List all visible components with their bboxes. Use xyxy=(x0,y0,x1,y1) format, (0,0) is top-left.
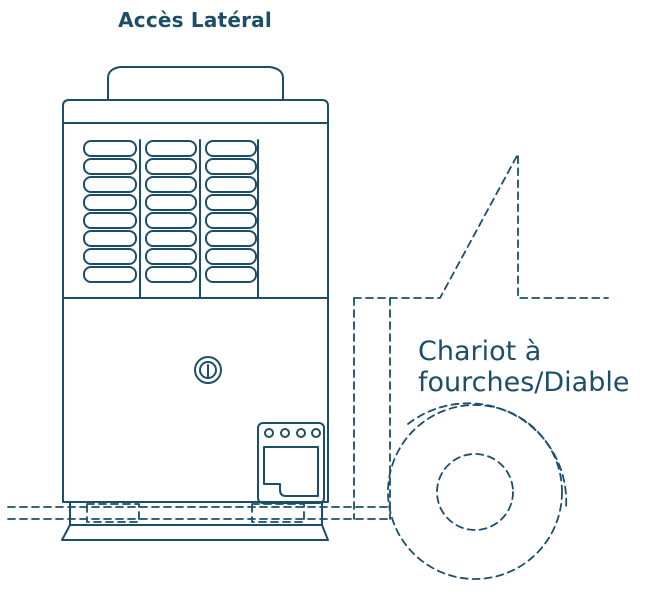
vent-grille-left xyxy=(84,141,136,282)
hvac-unit xyxy=(62,67,328,540)
forklift-outline xyxy=(8,154,608,579)
unit-top-cap xyxy=(108,67,283,100)
fork-pocket-left xyxy=(87,504,139,522)
vent-grille-right xyxy=(206,141,256,282)
diagram-title: Accès Latéral xyxy=(118,8,272,32)
unit-base xyxy=(62,502,328,540)
vent-grille-center xyxy=(146,141,196,282)
forklift-wheel xyxy=(388,403,566,579)
lock-icon xyxy=(195,357,221,383)
unit-upper-body xyxy=(63,100,328,298)
forklift-label: Chariot à fourches/Diable xyxy=(418,336,629,398)
forklift-cab xyxy=(354,154,608,298)
unit-lower-body xyxy=(63,298,328,502)
forklift-label-line2: fourches/Diable xyxy=(418,367,630,398)
forklift-label-line1: Chariot à xyxy=(418,336,542,367)
fork-pocket-right xyxy=(252,504,304,522)
service-panel xyxy=(258,423,324,503)
